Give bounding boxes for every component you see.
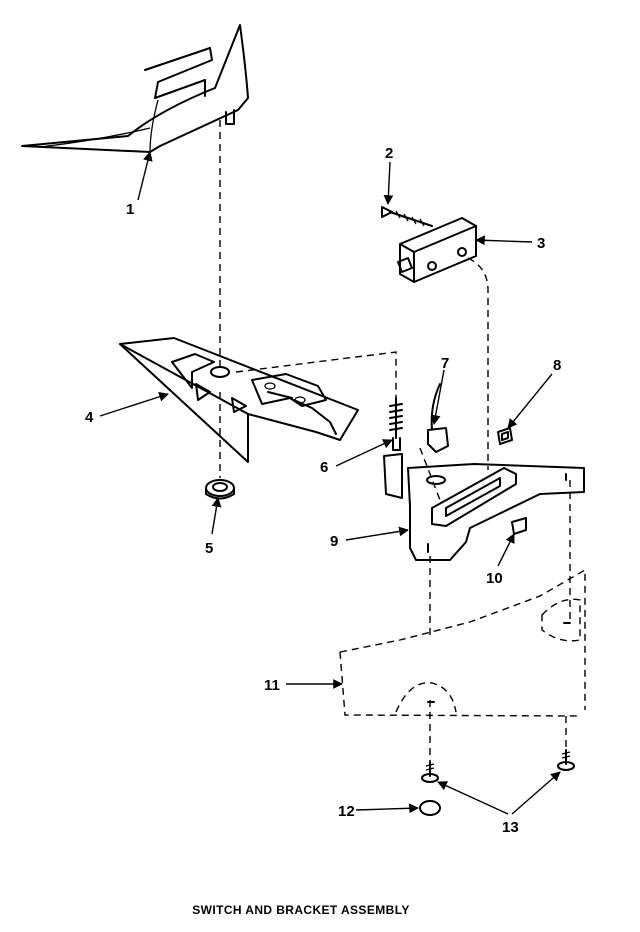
callout-4: 4 xyxy=(85,409,94,426)
part-8-clip xyxy=(497,427,513,445)
callout-6: 6 xyxy=(320,459,328,476)
part-13-screws xyxy=(421,749,575,783)
assembly-lines xyxy=(219,120,571,764)
callout-leaders xyxy=(99,151,561,815)
part-2-screw xyxy=(381,206,433,227)
callout-3: 3 xyxy=(537,235,545,252)
part-4-bracket xyxy=(119,337,359,463)
part-5-grommet xyxy=(205,479,235,500)
part-3-switch xyxy=(397,217,477,283)
callout-7: 7 xyxy=(441,355,449,372)
diagram-caption: SWITCH AND BRACKET ASSEMBLY xyxy=(192,903,410,917)
callout-11: 11 xyxy=(264,677,280,694)
part-9-switch-bracket xyxy=(383,453,585,561)
part-12-plug xyxy=(419,800,441,816)
callout-9: 9 xyxy=(330,533,338,550)
callout-2: 2 xyxy=(385,145,393,162)
callout-1: 1 xyxy=(126,201,134,218)
part-6-spring xyxy=(389,397,403,451)
callout-12: 12 xyxy=(338,803,355,820)
callout-8: 8 xyxy=(553,357,561,374)
callout-13: 13 xyxy=(502,819,519,836)
callout-labels: 1 2 3 4 5 6 7 8 9 10 11 12 13 xyxy=(85,145,561,836)
callout-10: 10 xyxy=(486,570,503,587)
part-7-actuator xyxy=(427,383,449,453)
part-10-clip xyxy=(511,517,527,535)
part-11-base-panel xyxy=(339,568,586,717)
part-1-cover xyxy=(21,24,249,153)
callout-5: 5 xyxy=(205,540,213,557)
